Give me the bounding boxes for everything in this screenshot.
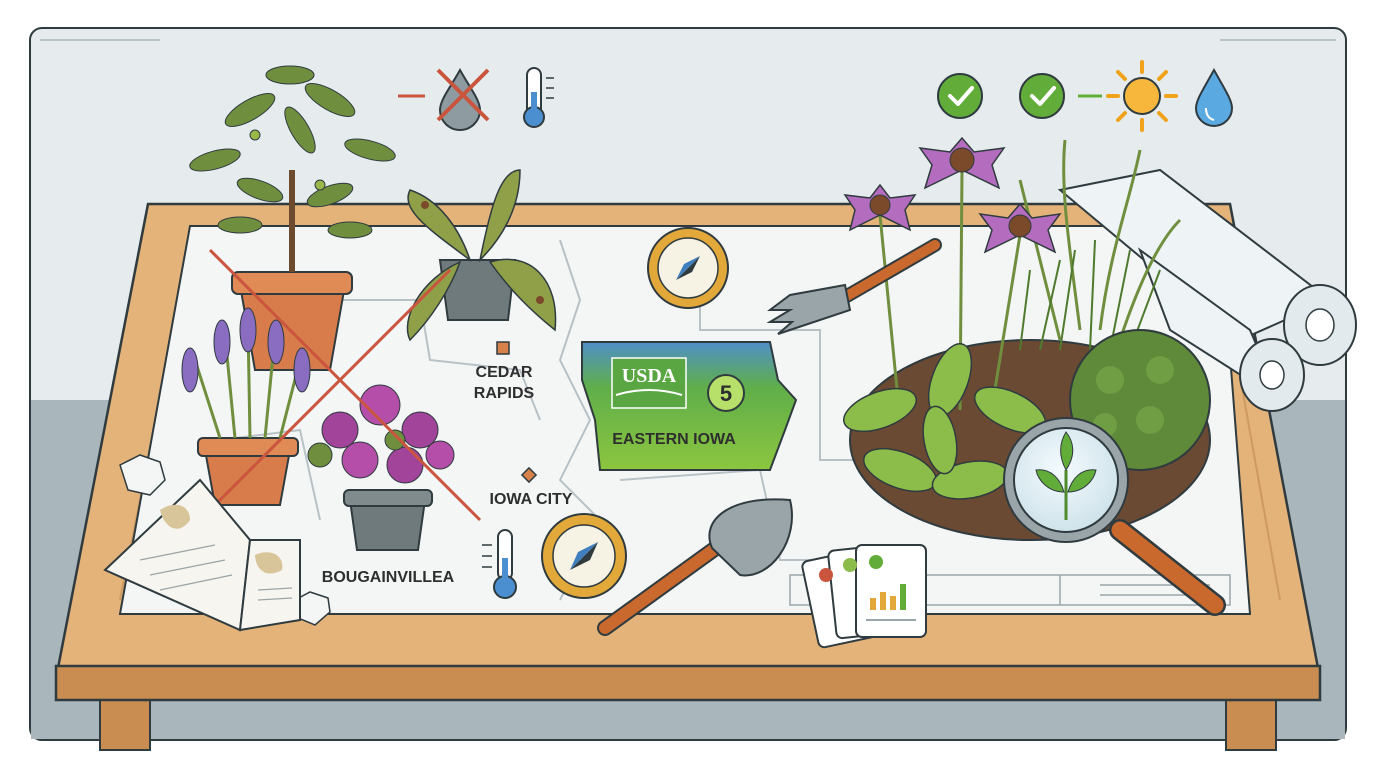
cedar-rapids-label-line2: RAPIDS	[474, 385, 535, 402]
thermometer-icon	[523, 67, 554, 128]
check-icon	[1019, 73, 1065, 119]
cross-out-marks	[198, 248, 482, 522]
cedar-rapids-label-line1: CEDAR	[476, 364, 533, 381]
trowel-icon	[597, 498, 793, 636]
bougainvillea-pot	[307, 384, 455, 551]
usda-logo-text: USDA	[622, 365, 677, 387]
lavender-pot	[181, 307, 311, 506]
hosta	[843, 343, 1047, 500]
compass-icon	[541, 513, 627, 599]
bougainvillea-label: BOUGAINVILLEA	[322, 569, 455, 586]
coneflower	[843, 183, 917, 232]
region-label: EASTERN IOWA	[612, 431, 736, 448]
rolled-blueprints	[1057, 168, 1357, 412]
coneflower	[918, 136, 1006, 190]
open-book	[103, 478, 301, 632]
water-drop-icon	[1194, 67, 1234, 127]
cedar-rapids-marker	[496, 341, 510, 355]
usda-zone-sign: USDA 5 EASTERN IOWA	[581, 341, 798, 471]
magnifying-glass-icon	[1003, 417, 1226, 616]
zone-number: 5	[720, 381, 732, 406]
usda-logo	[611, 357, 687, 409]
hand-fork-icon	[766, 238, 942, 335]
plant-info-cards	[801, 544, 927, 649]
iowa-city-label: IOWA CITY	[490, 491, 573, 508]
sun-icon	[1106, 60, 1178, 132]
wilted-plant-pot	[406, 169, 557, 342]
zone-badge	[707, 374, 745, 412]
check-icon	[937, 73, 983, 119]
compass-icon	[647, 227, 729, 309]
thermometer-icon	[482, 529, 517, 599]
coneflower	[978, 202, 1062, 254]
iowa-city-marker	[520, 466, 538, 484]
crossed-water-drop-icon	[398, 67, 490, 131]
